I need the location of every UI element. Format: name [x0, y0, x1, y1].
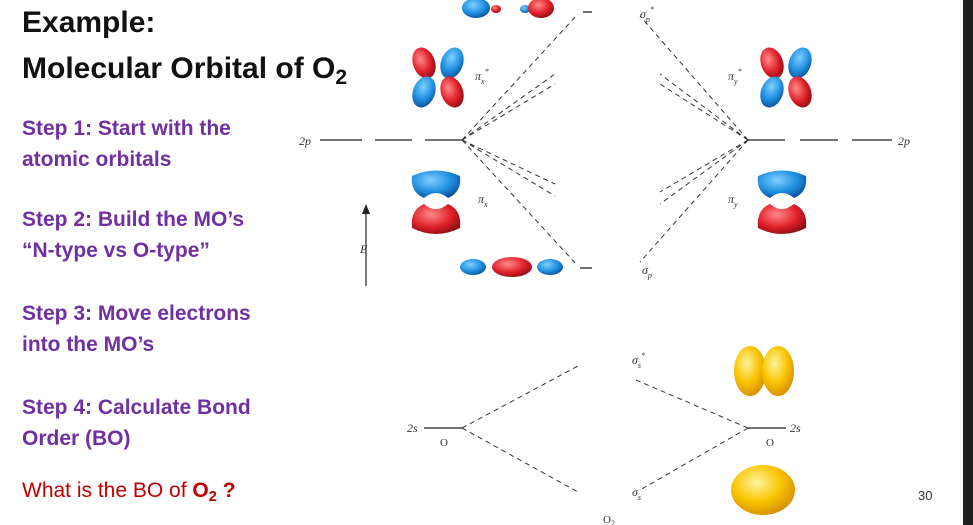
sigma-s-orbital-image	[731, 465, 795, 515]
sigma-p-label: σp	[642, 263, 652, 280]
energy-axis-arrow	[362, 204, 370, 286]
title-text-2: Molecular Orbital of O	[22, 52, 336, 85]
right-edge-bar	[963, 0, 973, 525]
step-3-line1: Step 3: Move electrons	[22, 302, 251, 325]
pi-y-star-orbital-image	[760, 47, 812, 108]
sigma-s-star-label: σs*	[632, 351, 645, 370]
question-prefix: What is the BO of	[22, 479, 193, 502]
pi-x-orbital-image	[411, 170, 461, 234]
title-text-1: Example:	[22, 6, 156, 39]
left-2s-label: 2s	[407, 421, 418, 435]
sigma-p-star-orbital-image	[462, 0, 554, 18]
step-1: Step 1: Start with the atomic orbitals	[22, 113, 322, 175]
step-1-line2: atomic orbitals	[22, 148, 172, 171]
left-2p-label: 2p	[299, 134, 311, 148]
question-formula: O	[192, 479, 209, 502]
pi-y-star-label: πy*	[728, 67, 742, 86]
bond-order-question: What is the BO of O2 ?	[22, 479, 236, 506]
step-2: Step 2: Build the MO’s “N-type vs O-type…	[22, 204, 322, 266]
sigma-p-orbital-image	[460, 257, 563, 277]
step-3: Step 3: Move electrons into the MO’s	[22, 298, 322, 360]
correlation-lines	[461, 13, 749, 493]
energy-axis-label: E	[359, 242, 368, 256]
right-2s-label: 2s	[790, 421, 801, 435]
step-2-line2: “N-type vs O-type”	[22, 239, 210, 262]
slide-title-line1: Example:	[22, 6, 155, 40]
sigma-s-star-orbital-image	[734, 346, 794, 396]
pi-x-star-orbital-image	[412, 47, 464, 108]
energy-levels	[320, 11, 892, 429]
sigma-s-label: σs	[632, 485, 641, 502]
step-1-line1: Step 1: Start with the	[22, 117, 231, 140]
right-2p-label: 2p	[898, 134, 910, 148]
molecule-label: O2	[603, 514, 615, 525]
right-atom-label: O	[766, 437, 774, 449]
step-4-line1: Step 4: Calculate Bond	[22, 396, 251, 419]
page-number: 30	[918, 488, 933, 503]
step-2-line1: Step 2: Build the MO’s	[22, 208, 245, 231]
pi-x-label: πx	[478, 192, 488, 209]
sigma-p-star-label: σp*	[640, 5, 654, 24]
question-subscript: 2	[208, 489, 217, 506]
step-4: Step 4: Calculate Bond Order (BO)	[22, 392, 322, 454]
slide-title-line2: Molecular Orbital of O2	[22, 52, 348, 90]
question-suffix: ?	[216, 479, 236, 502]
left-atom-label: O	[440, 437, 448, 449]
title-subscript: 2	[335, 66, 348, 90]
pi-y-orbital-image	[757, 170, 807, 234]
pi-x-star-label: πx*	[475, 67, 489, 86]
step-4-line2: Order (BO)	[22, 427, 131, 450]
step-3-line2: into the MO’s	[22, 333, 155, 356]
pi-y-label: πy	[728, 192, 738, 209]
